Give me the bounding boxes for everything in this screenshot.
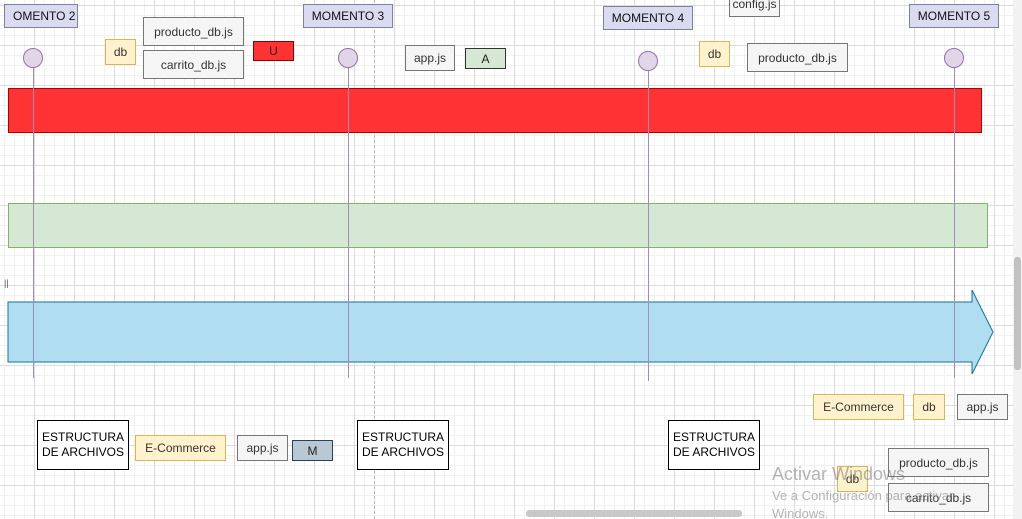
producto-db-file[interactable]: producto_db.js bbox=[888, 448, 989, 477]
green-bar[interactable] bbox=[8, 203, 988, 248]
db-text: db bbox=[922, 400, 936, 414]
tag-u[interactable]: U bbox=[253, 41, 294, 61]
moment-5-text: MOMENTO 5 bbox=[917, 9, 991, 23]
ecommerce-text: E-Commerce bbox=[145, 441, 216, 455]
producto-db-file[interactable]: producto_db.js bbox=[747, 43, 848, 72]
producto-db-text: producto_db.js bbox=[154, 24, 233, 39]
moment-4-label[interactable]: MOMENTO 4 bbox=[603, 6, 693, 30]
moment-5-dot[interactable] bbox=[944, 48, 964, 68]
db-box[interactable]: db bbox=[837, 466, 868, 492]
activation-watermark-subtitle: Ve a Configuración para activar bbox=[772, 488, 954, 503]
tag-a-text: A bbox=[481, 51, 490, 66]
ecommerce-box[interactable]: E-Commerce bbox=[135, 435, 226, 461]
activation-watermark-subtitle-2: Windows. bbox=[772, 506, 829, 519]
producto-db-text: producto_db.js bbox=[899, 455, 978, 470]
moment-2-label[interactable]: OMENTO 2 bbox=[4, 4, 78, 28]
estructura-line1: ESTRUCTURA bbox=[361, 430, 444, 444]
carrito-db-file[interactable]: carrito_db.js bbox=[143, 50, 244, 79]
producto-db-file[interactable]: producto_db.js bbox=[143, 17, 244, 46]
carrito-db-file[interactable]: carrito_db.js bbox=[888, 483, 989, 512]
moment-4-line[interactable] bbox=[648, 61, 649, 381]
config-js-text: config.js bbox=[732, 0, 777, 11]
moment-5-line[interactable] bbox=[954, 58, 955, 378]
db-text: db bbox=[113, 45, 128, 59]
moment-3-dot[interactable] bbox=[338, 48, 358, 68]
app-js-file[interactable]: app.js bbox=[405, 45, 455, 71]
estructura-line2: DE ARCHIVOS bbox=[672, 445, 756, 459]
app-js-text: app.js bbox=[966, 400, 999, 414]
blue-arrow[interactable] bbox=[0, 285, 1000, 385]
carrito-db-text: carrito_db.js bbox=[905, 490, 972, 505]
moment-2-line[interactable] bbox=[33, 58, 34, 378]
moment-2-dot[interactable] bbox=[23, 48, 43, 68]
tag-u-text: U bbox=[269, 44, 278, 58]
carrito-db-text: carrito_db.js bbox=[160, 57, 227, 72]
app-js-file[interactable]: app.js bbox=[957, 394, 1008, 420]
activation-watermark-title: Activar Windows bbox=[772, 464, 906, 484]
estructura-line1: ESTRUCTURA bbox=[672, 430, 755, 444]
app-js-text: app.js bbox=[413, 51, 447, 65]
vertical-scrollbar-thumb[interactable] bbox=[1014, 257, 1021, 370]
db-box[interactable]: db bbox=[105, 39, 136, 65]
tag-m-text: M bbox=[307, 443, 318, 458]
tag-m[interactable]: M bbox=[292, 440, 333, 461]
app-js-file[interactable]: app.js bbox=[237, 435, 288, 461]
moment-5-label[interactable]: MOMENTO 5 bbox=[909, 4, 999, 28]
db-text: db bbox=[845, 472, 860, 486]
app-js-text: app.js bbox=[246, 441, 279, 455]
estructura-line1: ESTRUCTURA bbox=[41, 430, 124, 444]
horizontal-scrollbar-thumb[interactable] bbox=[526, 510, 742, 517]
ecommerce-box[interactable]: E-Commerce bbox=[813, 394, 904, 420]
panel-resize-grip[interactable]: || bbox=[4, 278, 9, 288]
estructura-line2: DE ARCHIVOS bbox=[361, 445, 445, 459]
db-box[interactable]: db bbox=[913, 394, 945, 420]
moment-4-dot[interactable] bbox=[638, 51, 658, 71]
producto-db-text: producto_db.js bbox=[758, 50, 837, 65]
db-box[interactable]: db bbox=[699, 41, 730, 67]
page-break-guide bbox=[374, 0, 375, 519]
moment-4-text: MOMENTO 4 bbox=[611, 11, 685, 25]
moment-3-label[interactable]: MOMENTO 3 bbox=[303, 4, 393, 28]
moment-2-text: OMENTO 2 bbox=[13, 9, 76, 23]
config-js-file[interactable]: config.js bbox=[729, 0, 780, 17]
estructura-line2: DE ARCHIVOS bbox=[41, 445, 125, 459]
red-bar[interactable] bbox=[8, 88, 982, 133]
ecommerce-text: E-Commerce bbox=[823, 400, 894, 414]
moment-3-line[interactable] bbox=[348, 58, 349, 378]
moment-3-text: MOMENTO 3 bbox=[311, 9, 385, 23]
tag-a[interactable]: A bbox=[465, 48, 506, 69]
db-text: db bbox=[707, 47, 722, 61]
